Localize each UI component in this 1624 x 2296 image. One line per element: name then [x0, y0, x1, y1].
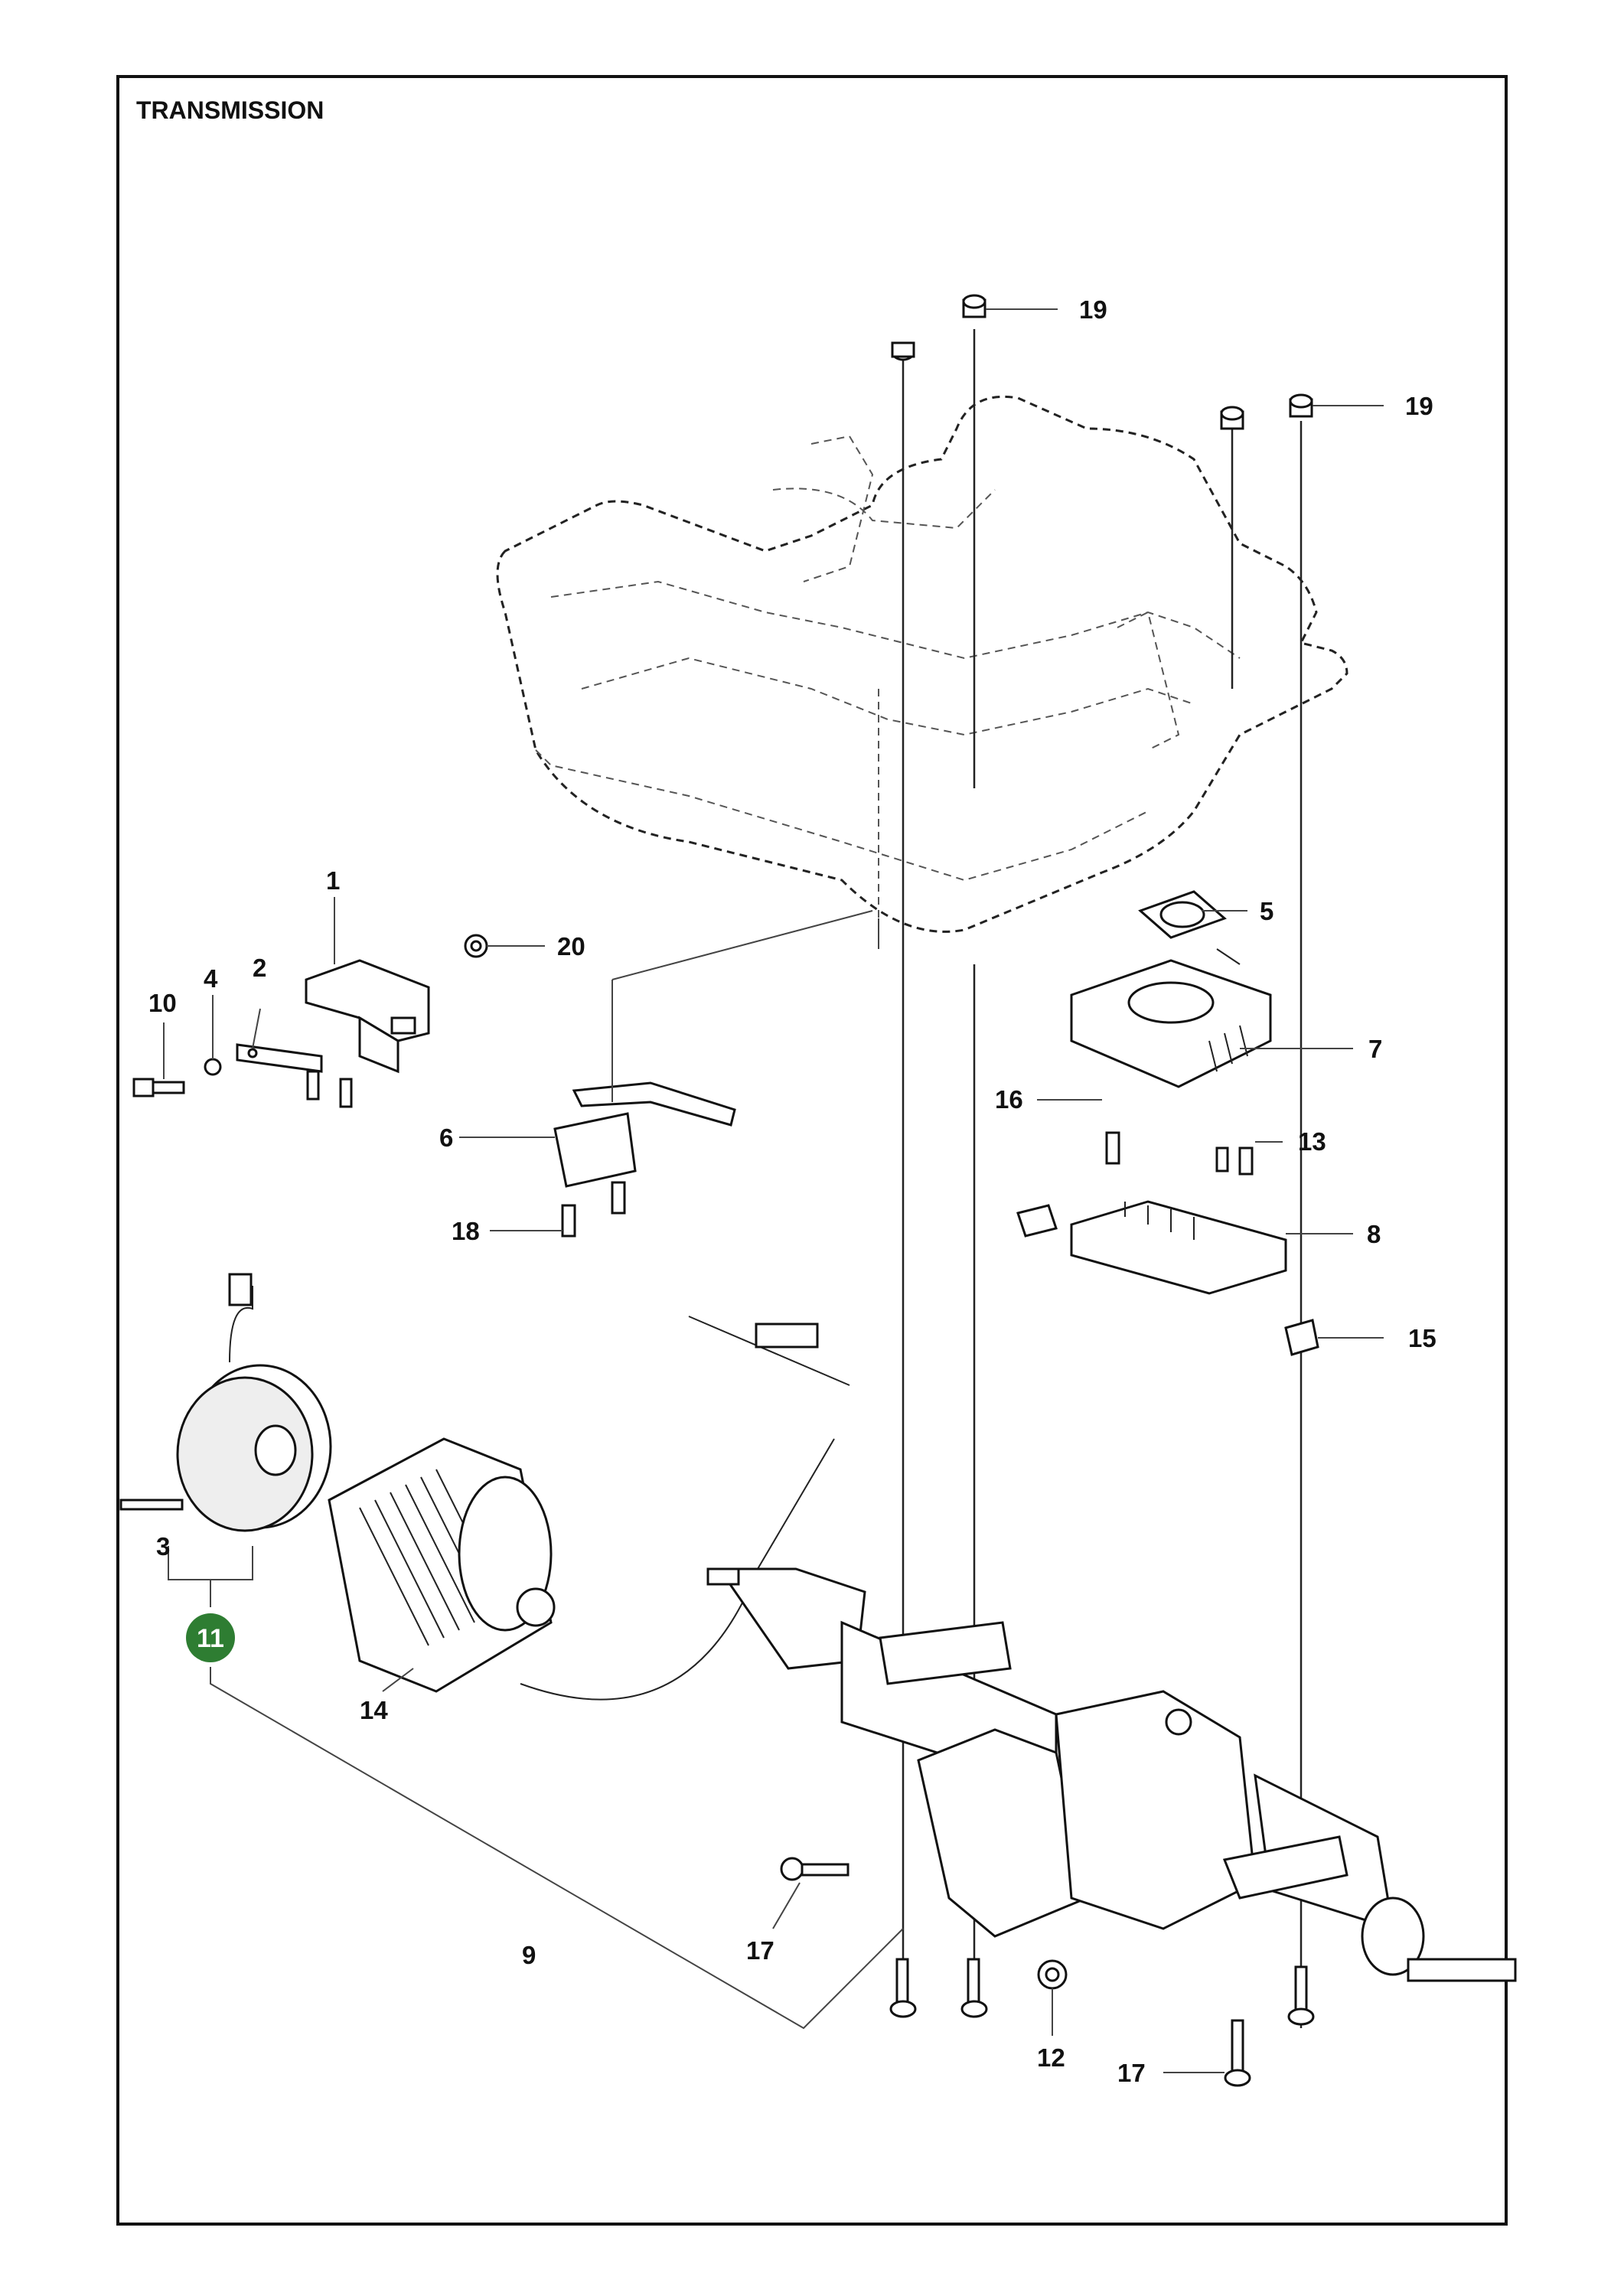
callout-10: 10 [148, 989, 177, 1017]
cover-7 [1070, 959, 1272, 1088]
callout-14: 14 [360, 1696, 388, 1724]
callout-4: 4 [204, 964, 218, 993]
callout-11-badge[interactable]: 11 [186, 1613, 235, 1662]
bolt-17-left [780, 1857, 850, 1881]
controller-8 [1070, 1131, 1287, 1295]
body-frame-outline [496, 395, 1348, 933]
callout-1: 1 [326, 866, 340, 895]
motor-14 [328, 1437, 556, 1693]
callout-labels: 19 19 1 2 4 10 20 5 7 16 13 8 15 6 18 3 … [148, 295, 1436, 2087]
callout-12: 12 [1037, 2043, 1065, 2072]
callout-15: 15 [1408, 1324, 1436, 1352]
callout-13: 13 [1298, 1127, 1326, 1156]
washer-4 [204, 1058, 222, 1076]
nut-19-top [962, 294, 986, 318]
callout-17-bottom: 17 [1117, 2059, 1146, 2087]
washer-20 [464, 934, 488, 958]
brake-3 [119, 1273, 332, 1532]
bracket-1 [305, 959, 430, 1074]
nut-19-right [1289, 393, 1313, 418]
callout-3: 3 [156, 1532, 170, 1561]
clip-15 [1016, 1204, 1319, 1356]
callout-18: 18 [452, 1217, 480, 1245]
bracket-screws [306, 1070, 353, 1108]
nut-12 [1037, 1959, 1068, 1990]
callout-6: 6 [439, 1124, 453, 1152]
bracket-6 [553, 1081, 736, 1238]
callout-8: 8 [1367, 1220, 1381, 1248]
bolt-10 [132, 1078, 185, 1097]
leader-lines [163, 308, 1384, 2073]
callout-17-left: 17 [746, 1936, 774, 1965]
callout-20: 20 [557, 932, 585, 960]
callout-5: 5 [1260, 897, 1273, 925]
nut-19-left [891, 341, 915, 361]
nut-19-mid [1220, 406, 1244, 430]
fan-5 [1138, 890, 1241, 965]
callout-9: 9 [522, 1941, 536, 1969]
bolts-bottom [889, 1958, 1315, 2087]
transaxle [706, 1567, 1517, 1982]
callout-11: 11 [197, 1624, 224, 1653]
plate-2 [236, 1043, 323, 1073]
callout-19-top: 19 [1079, 295, 1107, 324]
page-title: TRANSMISSION [136, 96, 324, 124]
callout-7: 7 [1368, 1035, 1382, 1063]
callout-16: 16 [995, 1085, 1023, 1114]
callout-2: 2 [253, 954, 266, 982]
diagram-frame [116, 75, 1508, 2226]
callout-19-right: 19 [1405, 392, 1433, 420]
